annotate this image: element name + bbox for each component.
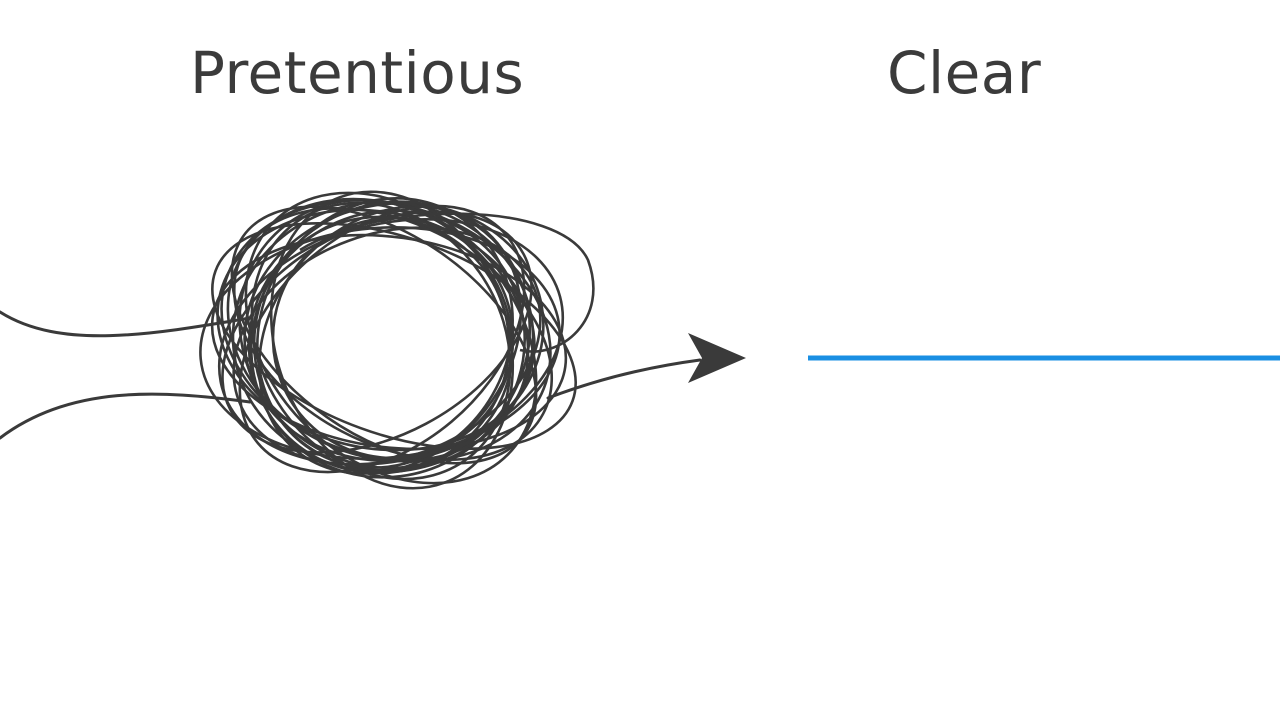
heading-clear: Clear — [887, 39, 1042, 107]
tangle-loop — [271, 216, 515, 460]
tangle-loop — [211, 221, 577, 451]
tangle-loop — [250, 201, 512, 481]
tangle-loop — [299, 212, 595, 353]
tangle-loops — [199, 190, 595, 490]
tangle-loop — [217, 218, 565, 466]
tangle-loop — [269, 190, 515, 490]
tangle-loop — [230, 205, 538, 465]
tangle-loop — [210, 233, 568, 451]
tangle-exit-line — [546, 358, 702, 400]
arrow-head-icon — [688, 333, 746, 383]
tangle-loop — [238, 204, 526, 474]
heading-pretentious: Pretentious — [190, 39, 525, 107]
tangled-knot-icon — [0, 310, 702, 440]
tangle-entry-lower-line — [0, 392, 252, 440]
